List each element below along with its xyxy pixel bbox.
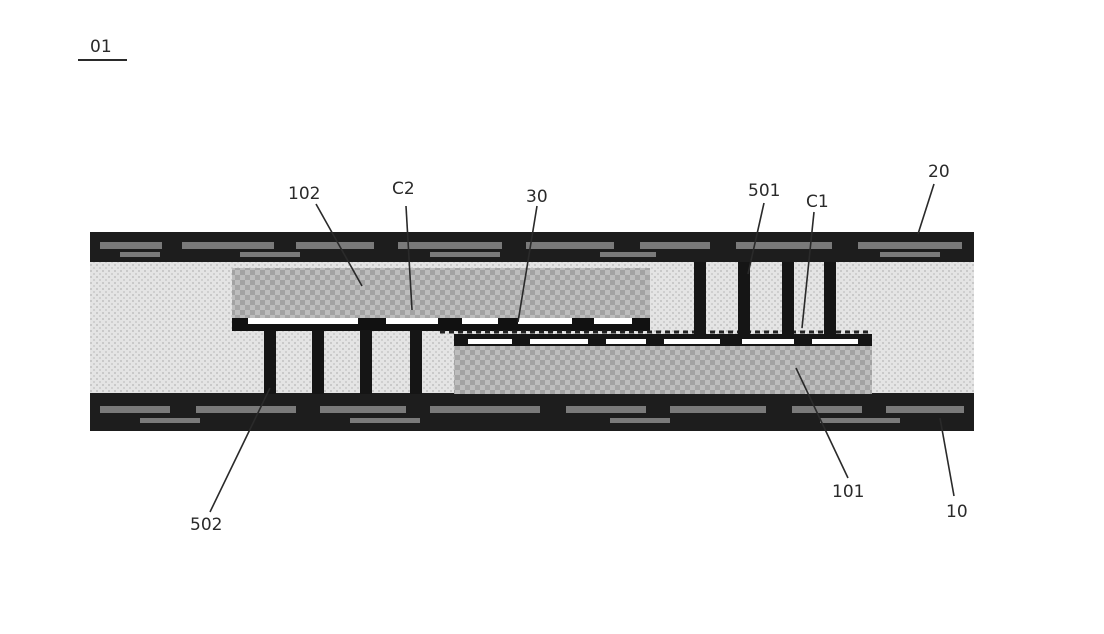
upper-chip-pads bbox=[248, 318, 632, 324]
lower-chip-bond-layer bbox=[454, 334, 872, 346]
label-c2: C2 bbox=[392, 179, 415, 199]
vias-502 bbox=[264, 330, 422, 394]
lower-chip bbox=[454, 346, 872, 394]
upper-chip bbox=[232, 268, 650, 320]
label-30: 30 bbox=[526, 187, 548, 207]
bottom-substrate bbox=[90, 393, 974, 431]
lower-chip-pads bbox=[468, 339, 858, 344]
vias-501 bbox=[694, 262, 836, 336]
label-102: 102 bbox=[288, 184, 320, 204]
leader-lines bbox=[209, 183, 955, 513]
label-501: 501 bbox=[748, 181, 780, 201]
label-c1: C1 bbox=[806, 192, 829, 212]
label-20: 20 bbox=[928, 162, 950, 182]
label-502: 502 bbox=[190, 515, 222, 535]
figure-id-label: 01 bbox=[90, 37, 112, 57]
label-10: 10 bbox=[946, 502, 968, 522]
label-101: 101 bbox=[832, 482, 864, 502]
